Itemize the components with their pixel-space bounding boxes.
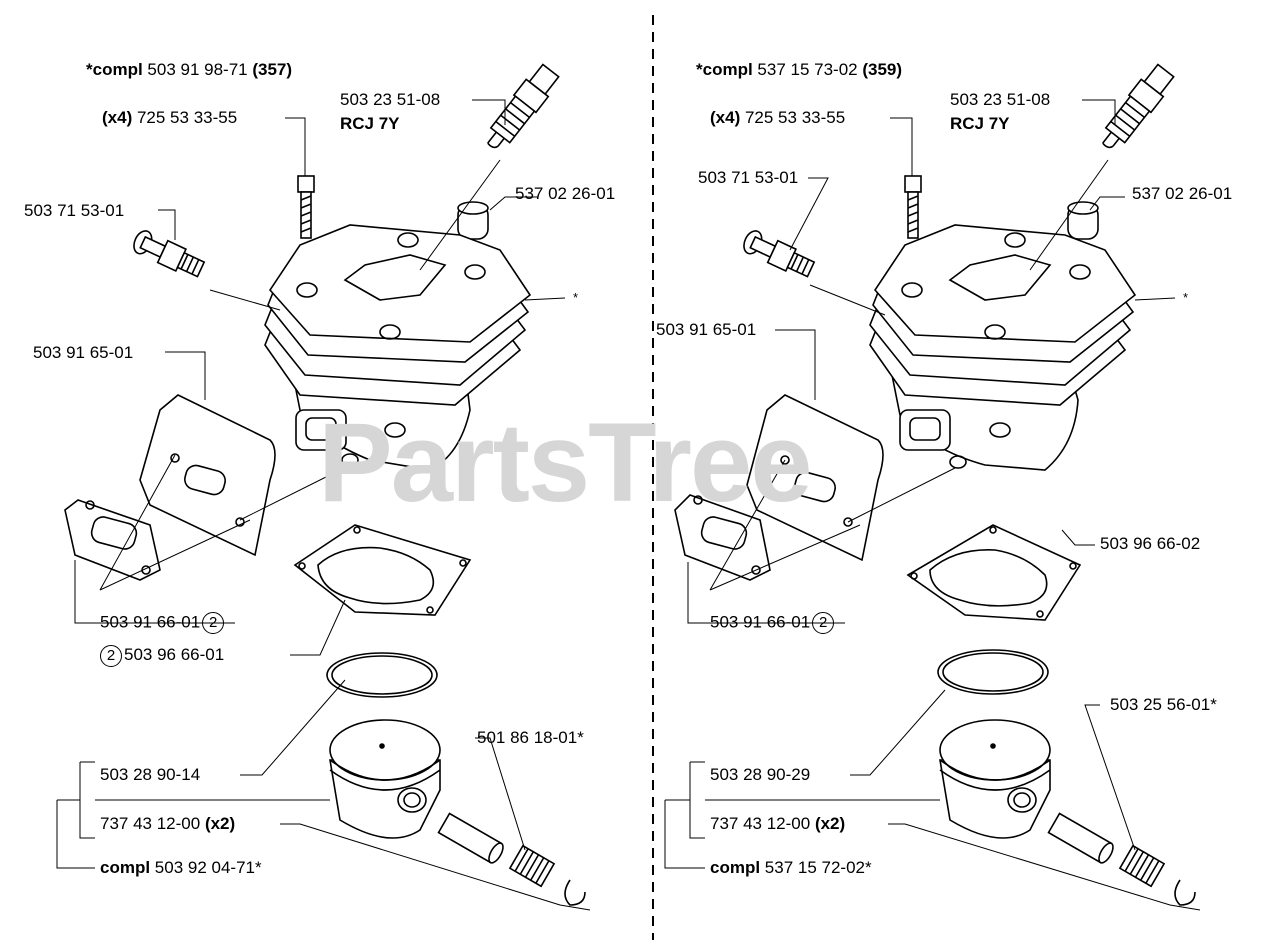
intake-plate-icon bbox=[139, 394, 276, 557]
left-title-compl: *compl bbox=[86, 60, 143, 79]
left-cylinder-star: * bbox=[573, 290, 579, 305]
piston-pin-icon bbox=[437, 812, 504, 864]
left-title: *compl 503 91 98-71 (357) bbox=[86, 60, 292, 80]
right-base-gasket-number[interactable]: 503 96 66-02 bbox=[1100, 534, 1201, 553]
piston-icon bbox=[939, 719, 1051, 839]
right-piston-compl-label[interactable]: compl 537 15 72-02* bbox=[710, 858, 872, 878]
left-piston-pin-number: 737 43 12-00 bbox=[100, 814, 201, 833]
right-flange-gasket-circle: 2 bbox=[812, 612, 835, 634]
right-spark-plug-type: RCJ 7Y bbox=[950, 114, 1010, 133]
cap-icon bbox=[457, 201, 489, 240]
watermark: PartsTree bbox=[318, 400, 813, 525]
left-spark-plug-type: RCJ 7Y bbox=[340, 114, 400, 133]
left-screw-label[interactable]: (x4) 725 53 33-55 bbox=[102, 108, 237, 128]
left-bearing-number[interactable]: 501 86 18-01* bbox=[477, 728, 584, 747]
left-screw-number: 725 53 33-55 bbox=[136, 108, 238, 127]
left-base-gasket-circle: 2 bbox=[100, 645, 122, 667]
circlip-icon bbox=[1174, 879, 1196, 906]
right-title-model: (359) bbox=[862, 60, 903, 79]
left-base-gasket-number: 503 96 66-01 bbox=[124, 645, 225, 665]
right-bearing-number[interactable]: 503 25 56-01* bbox=[1110, 695, 1217, 714]
left-screw-qty: (x4) bbox=[102, 108, 133, 127]
left-title-number: 503 91 98-71 bbox=[147, 60, 248, 79]
decompression-valve-icon bbox=[133, 230, 206, 278]
needle-bearing-icon bbox=[1118, 844, 1166, 888]
right-leader-lines bbox=[664, 99, 1201, 911]
right-screw-number: 725 53 33-55 bbox=[744, 108, 846, 127]
right-flange-gasket-number: 503 91 66-01 bbox=[710, 612, 811, 632]
decompression-valve-icon bbox=[743, 230, 816, 278]
right-spark-plug-number[interactable]: 503 23 51-08 bbox=[950, 90, 1051, 109]
piston-icon bbox=[329, 719, 441, 839]
left-piston-compl-label[interactable]: compl 503 92 04-71* bbox=[100, 858, 262, 878]
left-cap-number[interactable]: 537 02 26-01 bbox=[515, 184, 616, 203]
flange-gasket-icon bbox=[674, 494, 771, 581]
left-piston-compl-word: compl bbox=[100, 858, 151, 877]
right-piston-pin-number: 737 43 12-00 bbox=[710, 814, 811, 833]
right-cylinder-star: * bbox=[1183, 290, 1189, 305]
right-title-number: 537 15 73-02 bbox=[757, 60, 858, 79]
left-assembly bbox=[64, 63, 586, 906]
piston-pin-icon bbox=[1047, 812, 1114, 864]
piston-ring-icon bbox=[937, 649, 1049, 695]
right-title-compl: *compl bbox=[696, 60, 753, 79]
right-screw-qty: (x4) bbox=[710, 108, 741, 127]
circlip-icon bbox=[564, 879, 586, 906]
right-cap-number[interactable]: 537 02 26-01 bbox=[1132, 184, 1233, 203]
piston-ring-icon bbox=[326, 652, 438, 698]
right-piston-ring-number[interactable]: 503 28 90-29 bbox=[710, 765, 811, 784]
base-gasket-icon bbox=[293, 524, 472, 616]
left-leader-lines bbox=[56, 99, 591, 911]
left-spark-plug-number[interactable]: 503 23 51-08 bbox=[340, 90, 441, 109]
right-screw-label[interactable]: (x4) 725 53 33-55 bbox=[710, 108, 845, 128]
left-title-model: (357) bbox=[252, 60, 293, 79]
cylinder-icon bbox=[869, 224, 1137, 471]
left-flange-gasket-number: 503 91 66-01 bbox=[100, 612, 201, 632]
spark-plug-icon bbox=[1102, 63, 1175, 149]
left-decomp-valve-number[interactable]: 503 71 53-01 bbox=[24, 201, 125, 220]
spark-plug-icon bbox=[487, 63, 560, 149]
screw-icon bbox=[297, 175, 315, 239]
needle-bearing-icon bbox=[508, 844, 556, 888]
right-intake-plate-number[interactable]: 503 91 65-01 bbox=[656, 320, 757, 339]
left-flange-gasket-circle: 2 bbox=[202, 612, 225, 634]
right-piston-pin-qty: (x2) bbox=[814, 814, 846, 833]
left-piston-pin-qty: (x2) bbox=[204, 814, 236, 833]
right-decomp-valve-number[interactable]: 503 71 53-01 bbox=[698, 168, 799, 187]
intake-plate-icon bbox=[746, 394, 884, 562]
base-gasket-icon bbox=[906, 524, 1082, 621]
screw-icon bbox=[904, 175, 922, 239]
right-piston-pin-label[interactable]: 737 43 12-00 (x2) bbox=[710, 814, 845, 834]
right-piston-compl-number: 537 15 72-02* bbox=[764, 858, 872, 877]
right-assembly bbox=[674, 63, 1196, 906]
left-piston-ring-number[interactable]: 503 28 90-14 bbox=[100, 765, 201, 784]
left-piston-compl-number: 503 92 04-71* bbox=[154, 858, 262, 877]
cap-icon bbox=[1067, 201, 1099, 240]
cylinder-icon bbox=[264, 224, 532, 471]
right-title: *compl 537 15 73-02 (359) bbox=[696, 60, 902, 80]
flange-gasket-icon bbox=[64, 499, 161, 581]
left-intake-plate-number[interactable]: 503 91 65-01 bbox=[33, 343, 134, 362]
right-piston-compl-word: compl bbox=[710, 858, 761, 877]
left-piston-pin-label[interactable]: 737 43 12-00 (x2) bbox=[100, 814, 235, 834]
